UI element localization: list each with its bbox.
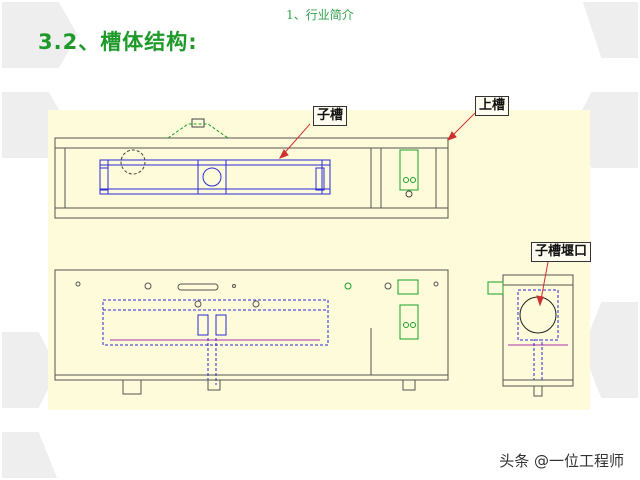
label-upper-tank: 上槽 — [475, 96, 510, 116]
tank-structure-drawing — [48, 110, 590, 410]
watermark: 头条 @一位工程师 — [499, 452, 624, 470]
top-view — [54, 118, 449, 219]
front-view — [54, 269, 449, 395]
label-sub-tank: 子槽 — [313, 106, 348, 126]
side-view — [487, 274, 574, 397]
section-header: 1、行业简介 — [286, 8, 354, 22]
slide-title: 3.2、槽体结构: — [38, 30, 198, 54]
label-sub-tank-weir: 子槽堰口 — [531, 242, 592, 262]
